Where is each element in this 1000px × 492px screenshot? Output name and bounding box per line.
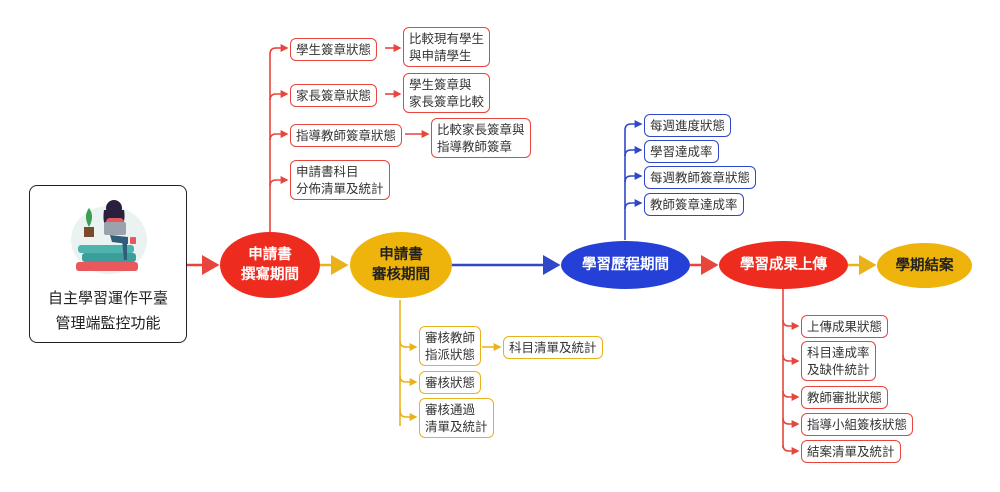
root-card: 自主學習運作平臺 管理端監控功能	[29, 185, 187, 343]
branch-teacher-signature-completion-rate[interactable]: 教師簽章達成率	[644, 193, 744, 216]
branch-upload-result-status[interactable]: 上傳成果狀態	[801, 315, 889, 338]
branch-subject-completion-missing-stats[interactable]: 科目達成率 及缺件統計	[801, 341, 876, 381]
stage-closing[interactable]: 學期結案	[877, 243, 972, 288]
branch-closing-list-stats[interactable]: 結案清單及統計	[801, 440, 901, 463]
branch-weekly-teacher-signature-status[interactable]: 每週教師簽章狀態	[644, 166, 757, 189]
branch-parent-signature-status[interactable]: 家長簽章狀態	[290, 84, 378, 107]
stage-drafting[interactable]: 申請書 撰寫期間	[220, 232, 320, 298]
stage-learning[interactable]: 學習歷程期間	[561, 241, 690, 289]
branch-advisor-signature-status[interactable]: 指導教師簽章狀態	[290, 124, 403, 147]
root-title: 自主學習運作平臺 管理端監控功能	[47, 289, 168, 332]
branch-reviewer-assignment-status[interactable]: 審核教師 指派狀態	[419, 326, 482, 366]
branch-advisory-group-review-status[interactable]: 指導小組簽核狀態	[801, 413, 914, 436]
leaf-subject-list-stats[interactable]: 科目清單及統計	[503, 336, 603, 359]
branch-teacher-approval-status[interactable]: 教師審批狀態	[801, 386, 889, 409]
leaf-compare-current-vs-applied-students[interactable]: 比較現有學生 與申請學生	[403, 27, 491, 67]
branch-approved-list-stats[interactable]: 審核通過 清單及統計	[419, 398, 494, 438]
leaf-parent-vs-advisor-signature[interactable]: 比較家長簽章與 指導教師簽章	[431, 118, 531, 158]
stage-upload[interactable]: 學習成果上傳	[719, 241, 848, 289]
branch-weekly-progress-status[interactable]: 每週進度狀態	[644, 114, 732, 137]
stage-review[interactable]: 申請書 審核期間	[350, 232, 452, 298]
branch-subject-distribution-stats[interactable]: 申請書科目 分佈清單及統計	[290, 160, 390, 200]
branch-review-status[interactable]: 審核狀態	[419, 371, 482, 394]
branch-learning-completion-rate[interactable]: 學習達成率	[644, 140, 719, 163]
leaf-student-vs-parent-signature[interactable]: 學生簽章與 家長簽章比較	[403, 73, 491, 113]
student-laptop-illustration	[71, 200, 147, 274]
branch-student-signature-status[interactable]: 學生簽章狀態	[290, 38, 378, 61]
